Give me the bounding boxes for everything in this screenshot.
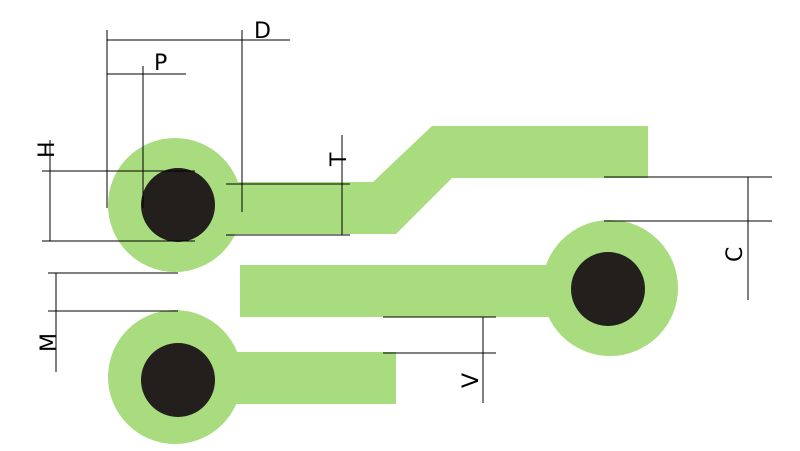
dimension-v: V xyxy=(383,316,496,403)
dimension-t: T xyxy=(226,135,352,236)
dimension-m-label: M xyxy=(37,333,62,352)
dimension-p-label: P xyxy=(154,51,167,76)
dimension-d: D xyxy=(106,19,290,212)
trace-middle-long xyxy=(240,265,570,317)
drill-hole-upper-left xyxy=(141,168,215,242)
dimension-t-label: T xyxy=(327,152,352,167)
dimension-h: H xyxy=(35,140,195,242)
drill-hole-right xyxy=(571,252,645,326)
trace-upper-angled xyxy=(345,126,648,234)
dimension-v-label: V xyxy=(459,373,484,388)
dimension-c-label: C xyxy=(723,247,748,262)
dimension-p: P xyxy=(107,51,186,208)
drill-hole-lower-left xyxy=(141,343,215,417)
dimension-d-label: D xyxy=(254,19,271,44)
dimension-h-label: H xyxy=(35,141,60,158)
dimension-c: C xyxy=(604,176,772,300)
dimension-m: M xyxy=(37,272,178,372)
